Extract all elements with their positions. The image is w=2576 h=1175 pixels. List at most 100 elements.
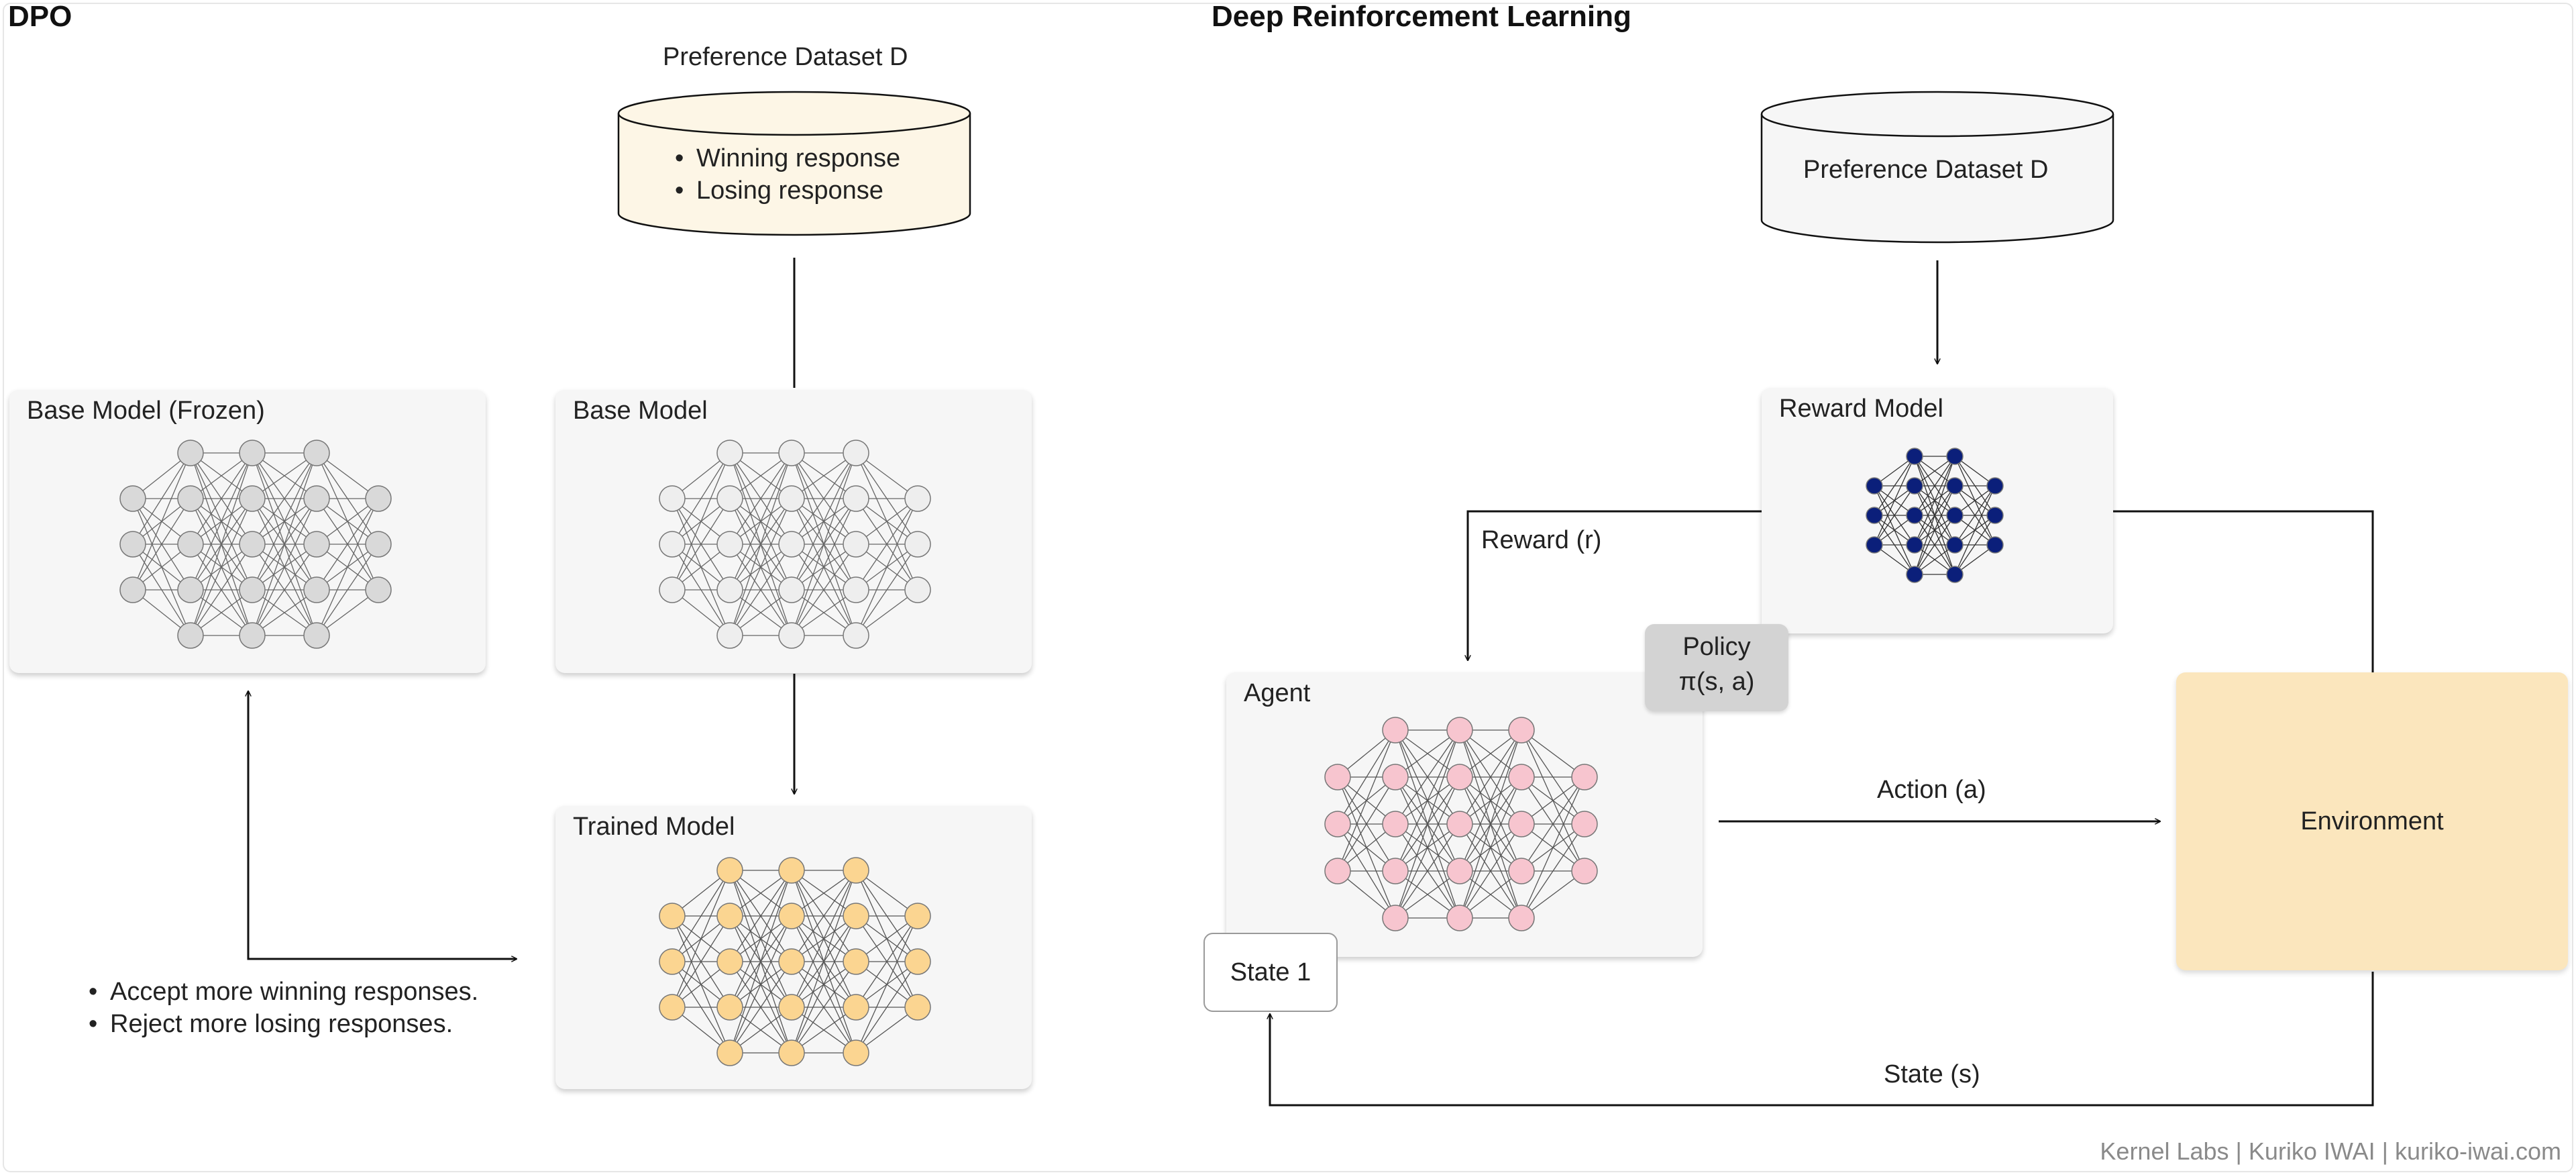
reward-to-environment-line — [2113, 510, 2374, 672]
environment-box: Environment — [2176, 672, 2568, 970]
network-node — [239, 440, 266, 466]
note-reject: Reject more losing responses. — [85, 1008, 478, 1040]
network-edge — [1521, 776, 1585, 919]
network-edge — [672, 915, 731, 1008]
network-edge — [791, 915, 857, 1054]
network-node — [177, 485, 204, 512]
network-node — [716, 994, 743, 1021]
network-node — [1906, 448, 1923, 465]
network-node — [843, 857, 869, 884]
action-label: Action (a) — [1877, 776, 1986, 804]
network-edge — [1914, 456, 1955, 516]
network-node — [1986, 477, 2004, 495]
network-edge — [1395, 776, 1460, 919]
agent-network — [1324, 717, 1598, 931]
network-edge — [855, 498, 918, 636]
network-edge — [729, 870, 792, 1008]
network-node — [716, 485, 743, 512]
network-edge — [672, 452, 731, 545]
network-edge — [1521, 776, 1585, 872]
network-node — [716, 440, 743, 466]
network-node — [119, 531, 146, 558]
network-node — [239, 622, 266, 649]
network-edge — [791, 544, 857, 636]
network-node — [303, 576, 330, 603]
network-edge — [791, 452, 857, 636]
network-edge — [729, 961, 792, 1054]
trained-model-card: Trained Model — [555, 806, 1032, 1089]
network-node — [778, 903, 805, 929]
state-feedback-arrow — [1270, 972, 2374, 1107]
base-model-network — [659, 440, 931, 649]
policy-badge: Policy π(s, a) — [1645, 624, 1788, 711]
network-node — [1906, 477, 1923, 495]
network-node — [843, 1039, 869, 1066]
network-edge — [132, 498, 191, 591]
network-edge — [252, 544, 317, 636]
network-edge — [190, 452, 253, 545]
network-node — [778, 1039, 805, 1066]
dataset-item-losing: Losing response — [671, 174, 900, 207]
network-node — [659, 576, 686, 603]
agent-label: Agent — [1244, 679, 1311, 707]
state1-box: State 1 — [1203, 933, 1338, 1012]
trained-model-label: Trained Model — [573, 813, 735, 841]
network-edge — [1914, 485, 1955, 575]
network-node — [1906, 536, 1923, 554]
network-node — [365, 531, 392, 558]
network-edge — [1395, 729, 1460, 872]
network-edge — [729, 915, 792, 1054]
network-edge — [252, 498, 317, 636]
network-node — [365, 485, 392, 512]
network-node — [778, 994, 805, 1021]
network-node — [778, 576, 805, 603]
network-edge — [190, 498, 253, 636]
network-node — [659, 994, 686, 1021]
network-node — [904, 994, 931, 1021]
network-edge — [316, 544, 379, 636]
network-edge — [316, 498, 379, 591]
network-edge — [1395, 729, 1460, 919]
base-model-label: Base Model — [573, 397, 708, 425]
network-edge — [1914, 456, 1955, 546]
state1-label: State 1 — [1230, 958, 1311, 986]
network-node — [1508, 717, 1535, 744]
network-node — [303, 440, 330, 466]
network-edge — [132, 452, 191, 591]
network-edge — [672, 452, 731, 591]
network-edge — [1395, 729, 1460, 778]
network-node — [1324, 858, 1351, 884]
agent-card: Agent — [1226, 672, 1703, 957]
network-node — [1946, 448, 1964, 465]
network-edge — [1914, 515, 1955, 575]
drl-dataset-cylinder — [1760, 91, 2114, 244]
network-node — [1866, 536, 1883, 554]
network-edge — [1337, 776, 1396, 872]
network-node — [716, 1039, 743, 1066]
network-node — [1446, 811, 1473, 837]
network-node — [843, 440, 869, 466]
dpo-dataset-title: Preference Dataset D — [663, 43, 908, 71]
network-node — [843, 531, 869, 558]
network-node — [1324, 811, 1351, 837]
dpo-dataset-items: Winning response Losing response — [671, 142, 900, 207]
network-node — [778, 948, 805, 975]
network-edge — [252, 452, 317, 545]
network-node — [1986, 536, 2004, 554]
network-node — [1866, 507, 1883, 524]
network-node — [778, 440, 805, 466]
network-edge — [1337, 729, 1396, 825]
network-edge — [729, 452, 792, 591]
network-edge — [190, 544, 253, 636]
network-node — [1324, 764, 1351, 790]
footer-credit: Kernel Labs | Kuriko IWAI | kuriko-iwai.… — [2100, 1137, 2561, 1165]
network-node — [1446, 905, 1473, 931]
network-node — [778, 857, 805, 884]
network-edge — [855, 961, 918, 1054]
reward-label: Reward (r) — [1481, 526, 1602, 554]
network-node — [1946, 566, 1964, 583]
frozen-trained-arrow — [248, 691, 517, 959]
network-node — [1946, 536, 1964, 554]
network-node — [177, 622, 204, 649]
